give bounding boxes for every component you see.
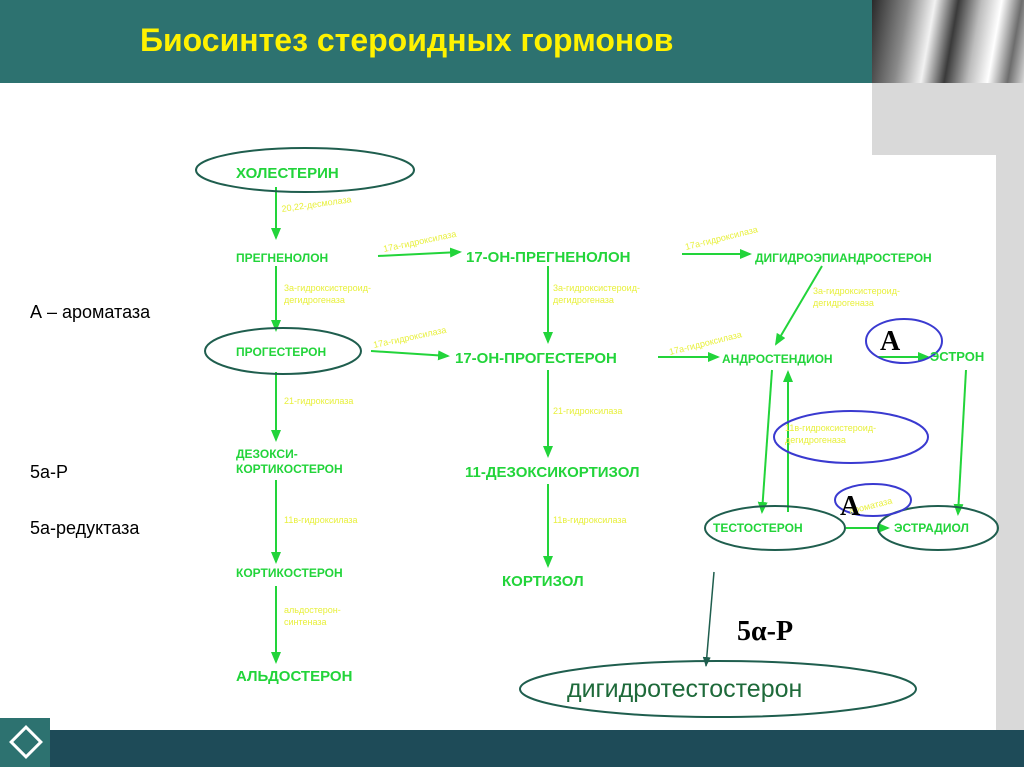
enzyme-17a-hydroxylase-2: 17а-гидроксилаза (684, 224, 759, 252)
enzyme-aldosterone-synthase-line1: альдостерон- (284, 605, 341, 615)
enzyme-11b-hydroxylase-1: 11в-гидроксилаза (284, 515, 358, 525)
node-11-deoxycortisol: 11-ДЕЗОКСИКОРТИЗОЛ (465, 464, 640, 481)
oval-dihydrotestosterone (519, 660, 917, 718)
oval-aromatase-a2 (834, 483, 912, 517)
oval-testosterone (704, 505, 846, 551)
oval-11b-hsd (773, 410, 929, 464)
nav-diamond-button[interactable] (0, 718, 50, 767)
arrow-estrone-estradiol (953, 369, 967, 516)
reductase-marker: 5α-Р (737, 616, 793, 647)
enzyme-21-hydroxylase-2: 21-гидроксилаза (553, 406, 622, 416)
enzyme-11b-hydroxylase-2: 11в-гидроксилаза (553, 515, 627, 525)
node-cholesterol: ХОЛЕСТЕРИН (236, 165, 339, 182)
arrow-prog-17ohprog (370, 350, 450, 361)
node-progesterone: ПРОГЕСТЕРОН (236, 345, 326, 359)
node-17oh-progesterone: 17-ОН-ПРОГЕСТЕРОН (455, 350, 617, 367)
enzyme-3hsd-1-line2: дегидрогеназа (284, 295, 345, 305)
aromatase-marker-2: A (840, 491, 861, 522)
decorative-corner-image (872, 0, 1024, 83)
enzyme-17a-hydroxylase-1: 17а-гидроксилаза (382, 229, 457, 254)
node-pregnenolone: ПРЕГНЕНОЛОН (236, 251, 328, 265)
oval-cholesterol (195, 147, 415, 193)
enzyme-3hsd-2-line2: дегидрогеназа (553, 295, 614, 305)
enzyme-3hsd-3-line2: дегидрогеназа (813, 298, 874, 308)
enzyme-aldosterone-synthase-line2: синтеназа (284, 617, 327, 627)
node-androstenedione: АНДРОСТЕНДИОН (722, 352, 833, 366)
enzyme-11b-hsd-line1: 11в-гидроксистероид- (785, 423, 876, 433)
legend-5a-reductase: 5а-редуктаза (30, 518, 140, 538)
enzyme-3hsd-3-line1: 3а-гидроксистероид- (813, 286, 900, 296)
legend-aromatase: А – ароматаза (30, 302, 151, 322)
enzyme-3hsd-1-line1: 3а-гидроксистероид- (284, 283, 371, 293)
oval-progesterone (204, 327, 362, 375)
slide-title: Биосинтез стероидных гормонов (140, 22, 674, 58)
grey-side-strip (996, 155, 1024, 730)
enzyme-21-hydroxylase-1: 21-гидроксилаза (284, 396, 353, 406)
enzyme-3hsd-2-line1: 3а-гидроксистероид- (553, 283, 640, 293)
oval-estradiol (877, 505, 999, 551)
arrow-preg-17oh (377, 247, 462, 258)
footer-bar (0, 730, 1024, 767)
node-corticosterone: КОРТИКОСТЕРОН (236, 566, 343, 580)
node-testosterone: ТЕСТОСТЕРОН (713, 521, 803, 535)
node-dihydrotestosterone: дигидротестостерон (567, 675, 802, 703)
enzyme-11b-hsd-line2: дегидрогеназа (785, 435, 846, 445)
grey-accent-bar (872, 83, 1024, 155)
arrow-andro-testo (757, 369, 773, 514)
node-deoxycorticosterone: ДЕЗОКСИ-КОРТИКОСТЕРОН (236, 447, 343, 476)
node-cortisol: КОРТИЗОЛ (502, 573, 584, 590)
enzyme-desmolase: 20,22-десмолаза (281, 194, 352, 214)
arrow-testo-dht (702, 571, 715, 667)
node-estradiol: ЭСТРАДИОЛ (894, 521, 969, 535)
node-estrone: ЭСТРОН (930, 349, 984, 364)
aromatase-marker-1: A (880, 326, 901, 357)
node-aldosterone: АЛЬДОСТЕРОН (236, 668, 352, 685)
oval-aromatase-a1 (865, 318, 943, 364)
node-dhea: ДИГИДРОЭПИАНДРОСТЕРОН (755, 251, 932, 265)
header-bar: Биосинтез стероидных гормонов (0, 0, 872, 83)
node-17oh-pregnenolone: 17-ОН-ПРЕГНЕНОЛОН (466, 249, 630, 266)
pathway-arrows (271, 187, 967, 667)
arrow-dhea-andro (774, 265, 823, 346)
enzyme-17a-hydroxylase-3: 17а-гидроксилаза (372, 325, 447, 350)
legend-5a-r: 5а-Р (30, 462, 69, 482)
